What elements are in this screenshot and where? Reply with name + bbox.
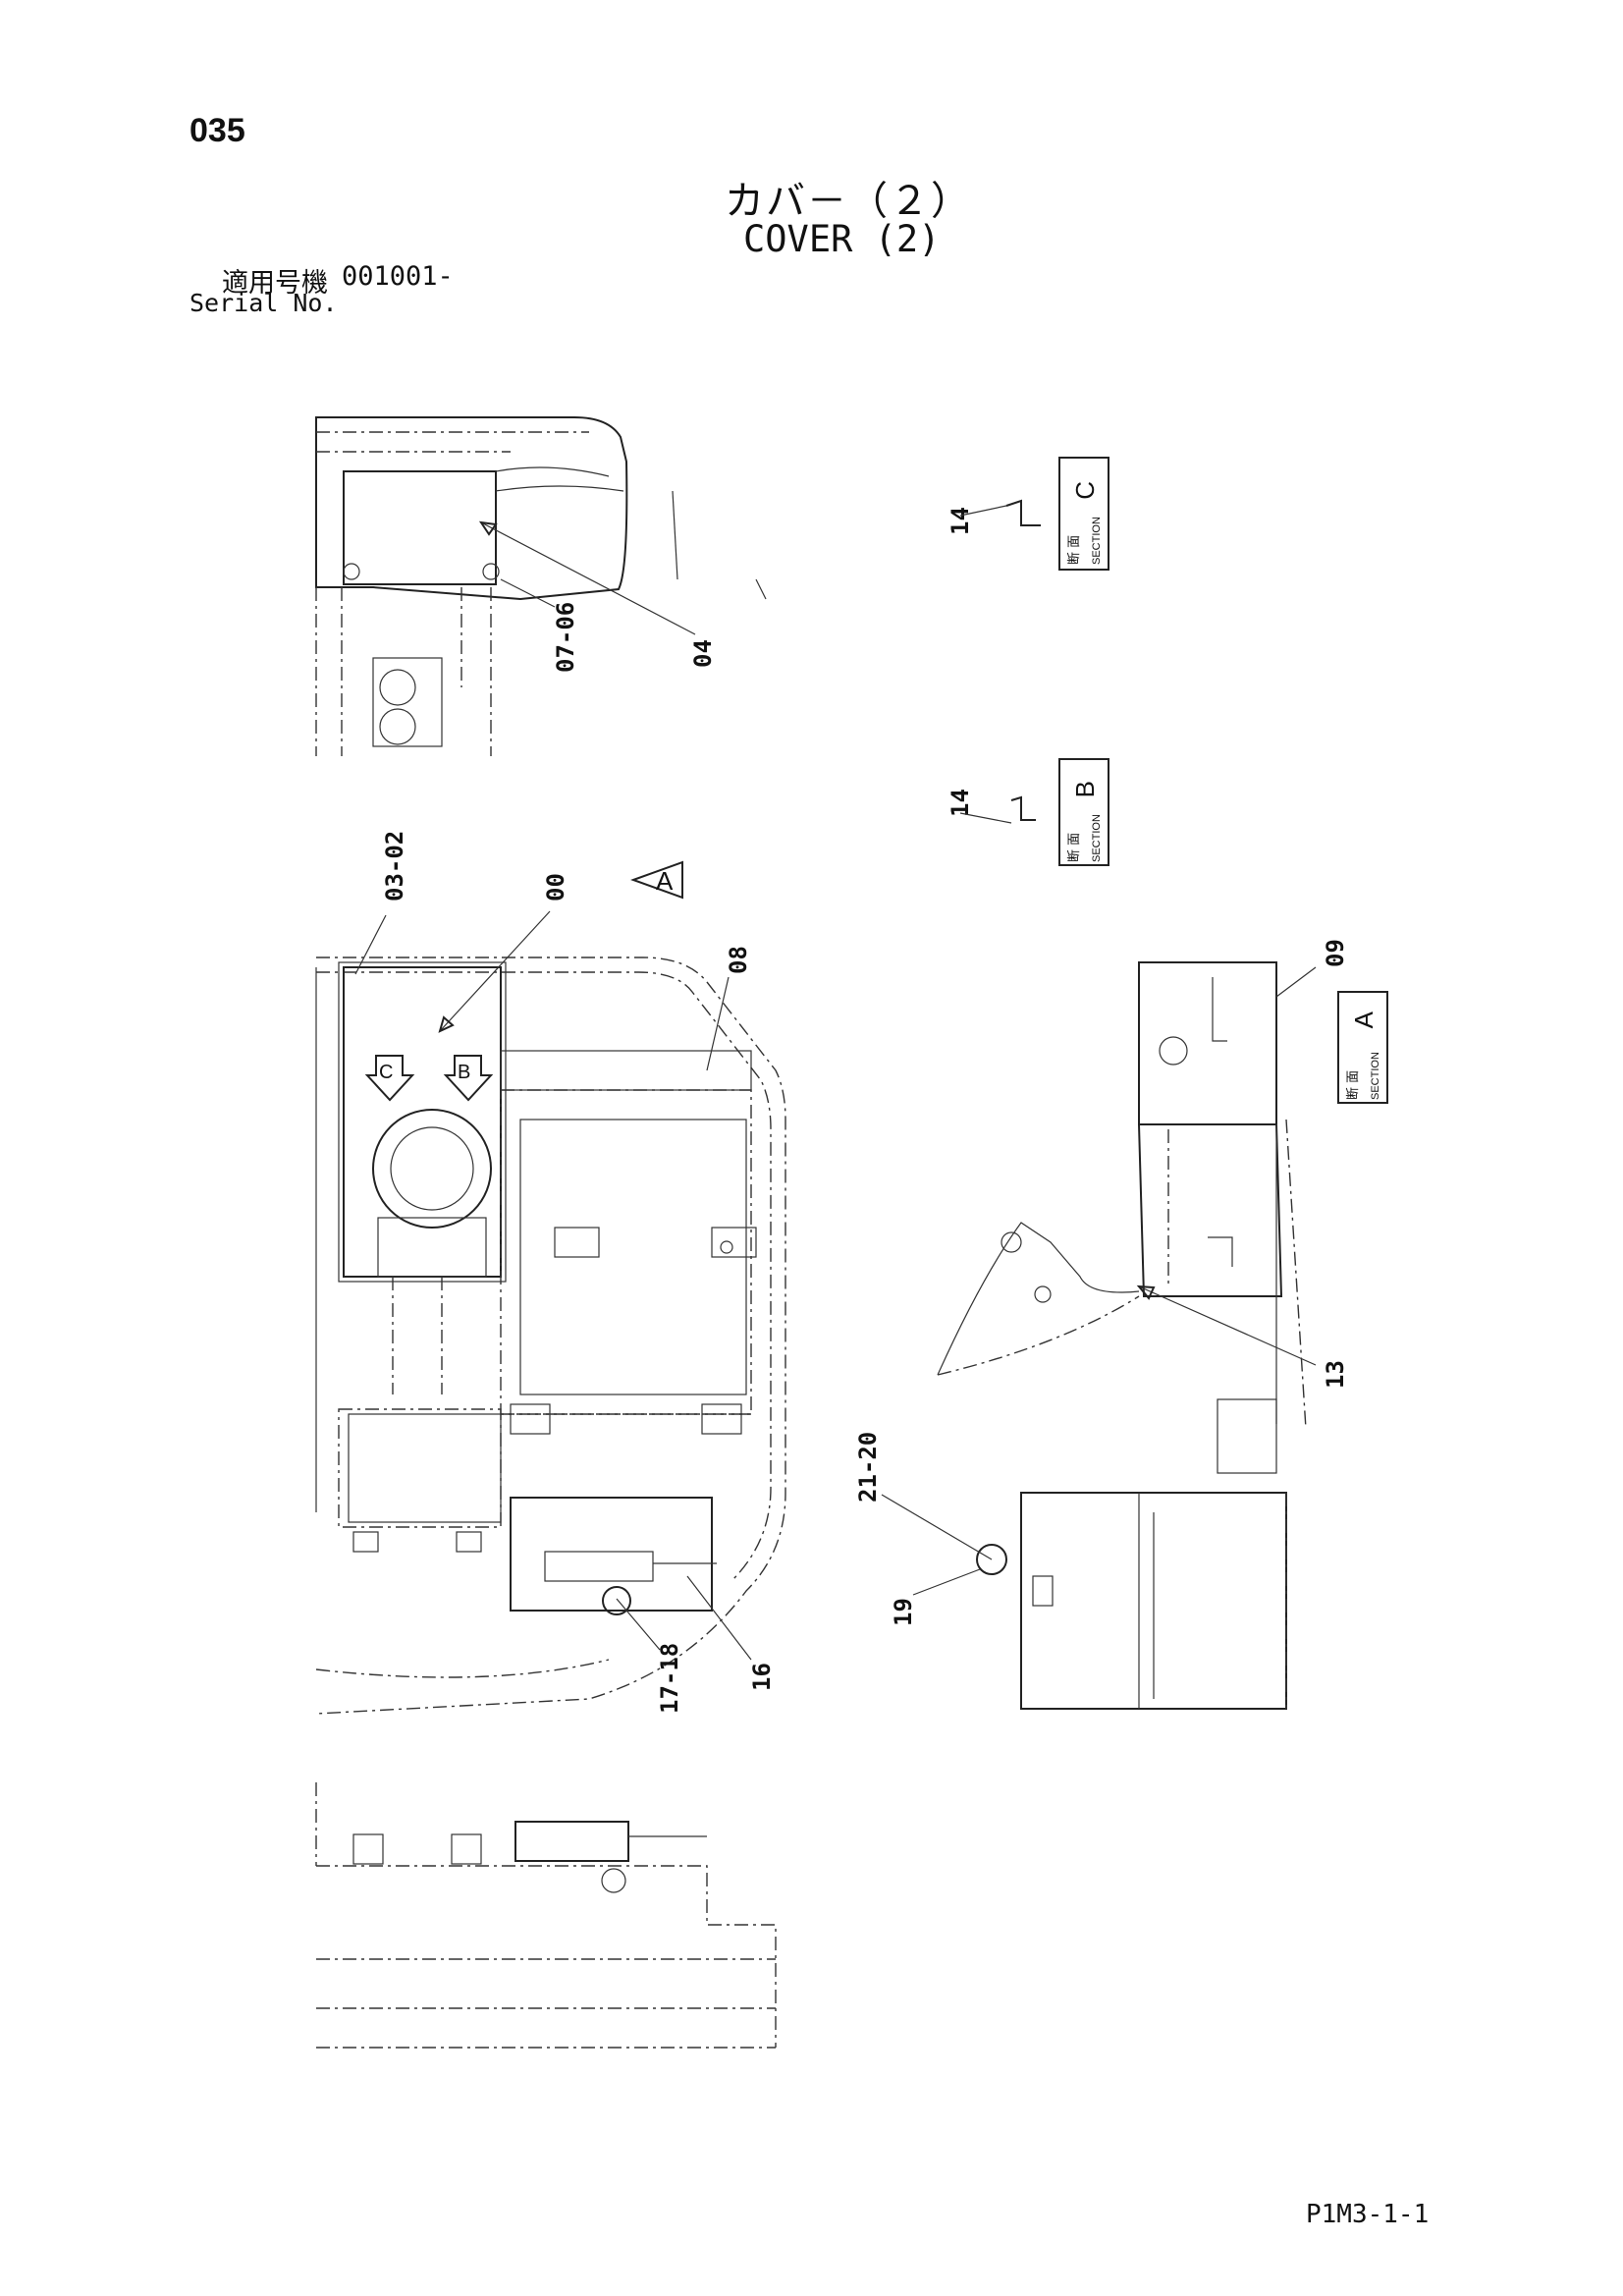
svg-text:07-06: 07-06	[552, 602, 579, 673]
svg-text:13: 13	[1322, 1360, 1349, 1389]
callout-03-02: 03-02	[354, 831, 408, 975]
callout-09: 09	[1275, 939, 1349, 998]
svg-text:断 面: 断 面	[1067, 535, 1082, 565]
serial-label-english: Serial No.	[189, 289, 338, 317]
callout-21-20: 21-20	[854, 1432, 993, 1560]
svg-text:A: A	[656, 866, 674, 896]
svg-text:断 面: 断 面	[1346, 1070, 1361, 1100]
svg-text:C: C	[379, 1062, 393, 1083]
svg-text:SECTION: SECTION	[1091, 814, 1103, 862]
svg-text:断 面: 断 面	[1067, 833, 1082, 862]
svg-text:16: 16	[748, 1663, 776, 1691]
svg-text:B: B	[1070, 781, 1100, 797]
callout-14-section-b: 14	[947, 789, 1012, 824]
svg-text:08: 08	[725, 946, 752, 974]
section-c-label: C 断 面 SECTION	[1058, 457, 1109, 571]
svg-text:17-18: 17-18	[656, 1643, 683, 1714]
svg-text:SECTION: SECTION	[1091, 517, 1103, 565]
svg-text:03-02: 03-02	[381, 831, 408, 902]
callout-04: 04	[478, 520, 717, 668]
callout-07-06: 07-06	[500, 578, 579, 673]
view-arrow-a: A	[630, 860, 683, 900]
plan-view-drawing	[315, 957, 786, 1715]
view-arrow-b: B	[443, 1055, 494, 1102]
svg-text:00: 00	[542, 873, 569, 902]
bottom-view-drawing	[315, 1782, 777, 2049]
callout-19: 19	[890, 1568, 981, 1626]
title-japanese: カバ－（２）	[725, 180, 972, 223]
serial-number-value: 001001-	[342, 261, 454, 292]
callout-08: 08	[706, 946, 752, 1071]
svg-text:C: C	[1070, 481, 1100, 500]
callout-14-section-c: 14	[947, 505, 1007, 535]
view-arrow-c: C	[364, 1055, 415, 1102]
callout-16: 16	[686, 1575, 776, 1691]
svg-text:A: A	[1349, 1011, 1379, 1028]
svg-text:SECTION: SECTION	[1370, 1052, 1381, 1100]
svg-text:21-20: 21-20	[854, 1432, 882, 1503]
svg-text:04: 04	[689, 639, 717, 668]
page-number: 035	[189, 112, 245, 149]
callout-00: 00	[438, 873, 569, 1033]
title-english: COVER (2)	[743, 218, 941, 260]
section-c-bracket	[1005, 499, 1041, 526]
svg-text:14: 14	[947, 507, 974, 535]
serial-label-japanese: 適用号機	[222, 268, 328, 298]
page-code: P1M3-1-1	[1306, 2200, 1430, 2229]
callout-17-18: 17-18	[616, 1598, 683, 1714]
top-view-drawing	[315, 416, 767, 756]
section-b-bracket	[1010, 795, 1036, 821]
svg-text:14: 14	[947, 789, 974, 817]
section-a-label: A 断 面 SECTION	[1337, 991, 1388, 1104]
svg-text:19: 19	[890, 1598, 917, 1626]
side-view-drawing	[937, 961, 1307, 1710]
svg-text:B: B	[458, 1062, 470, 1083]
svg-text:09: 09	[1322, 939, 1349, 967]
callout-13: 13	[1136, 1285, 1349, 1389]
section-b-label: B 断 面 SECTION	[1058, 758, 1109, 866]
